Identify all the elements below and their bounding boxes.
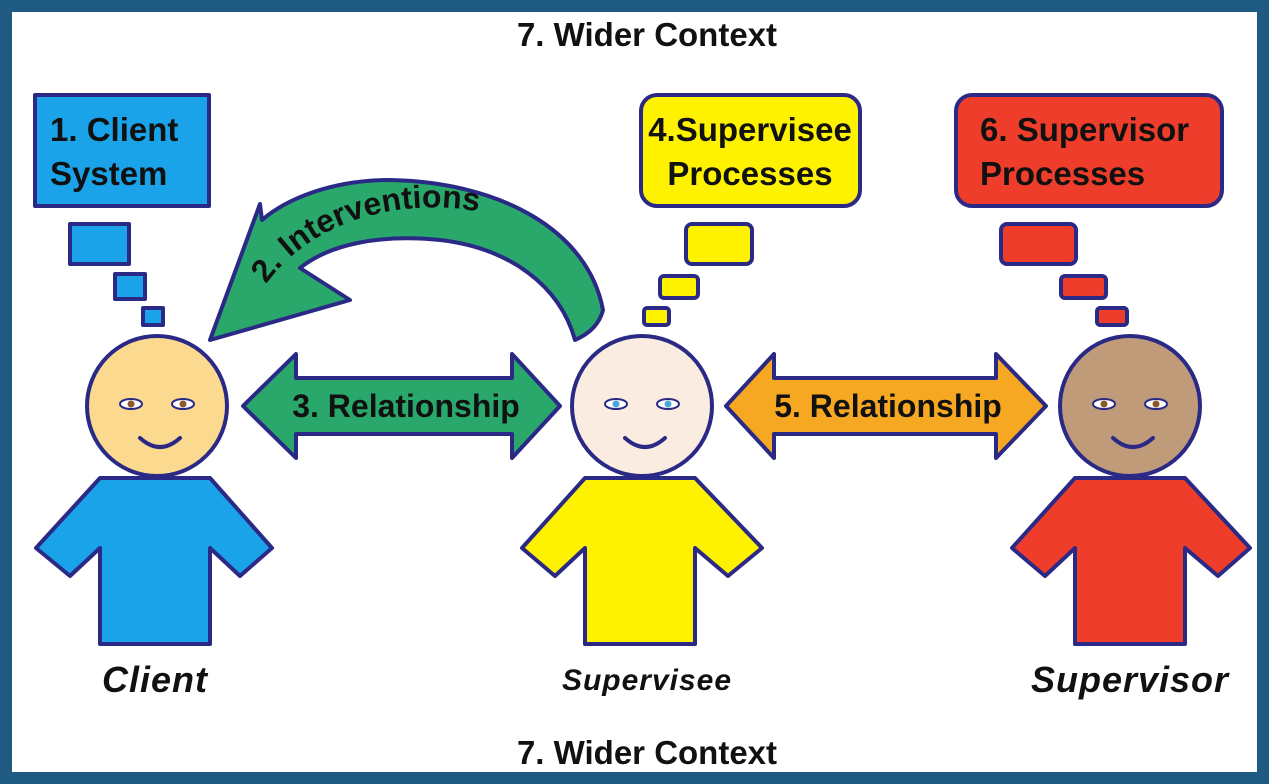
supervisee-bubble-medium <box>658 274 700 300</box>
supervisee-person: Supervisee <box>520 334 764 697</box>
client-system-box <box>33 93 211 208</box>
wider-context-bottom: 7. Wider Context <box>517 734 777 771</box>
supervisor-person: Supervisor <box>1010 334 1252 700</box>
supervisor-processes-box <box>954 93 1224 208</box>
relationship-supervisor-label: 5. Relationship <box>774 388 1002 424</box>
client-right-pupil <box>179 400 187 408</box>
supervisor-smile <box>1111 436 1155 449</box>
supervisee-smile <box>623 436 667 449</box>
supervisee-shirt <box>520 476 764 646</box>
interventions-arrow-shape <box>208 178 605 342</box>
client-person: Client <box>34 334 274 700</box>
supervisee-bubble-large <box>684 222 754 266</box>
client-head <box>85 334 229 478</box>
supervisee-left-pupil <box>612 400 620 408</box>
supervisor-processes-thought: 6. Supervisor Processes <box>954 93 1224 327</box>
client-bubble-small <box>141 306 165 327</box>
supervisee-name: Supervisee <box>562 664 732 697</box>
supervisee-processes-line1: 4.Supervisee <box>648 111 852 148</box>
relationship-client-label: 3. Relationship <box>292 388 520 424</box>
supervisor-bubble-medium <box>1059 274 1108 300</box>
supervisor-bubble-large <box>999 222 1078 266</box>
supervisor-shirt <box>1010 476 1252 646</box>
client-bubble-large <box>68 222 131 266</box>
supervisor-head <box>1058 334 1202 478</box>
client-left-pupil <box>127 400 135 408</box>
supervisee-right-pupil <box>664 400 672 408</box>
wider-context-top: 7. Wider Context <box>517 16 777 53</box>
supervisor-bubble-small <box>1095 306 1129 327</box>
supervisee-processes-box <box>639 93 862 208</box>
client-system-line2: System <box>50 155 167 192</box>
client-shirt <box>34 476 274 646</box>
client-system-line1: 1. Client <box>50 111 178 148</box>
supervisor-name: Supervisor <box>1031 659 1230 700</box>
relationship-client-arrow-shape <box>241 352 562 460</box>
supervisee-processes-thought: 4.Supervisee Processes <box>639 93 862 327</box>
relationship-supervisor-arrow: 5. Relationship <box>724 352 1048 460</box>
supervisor-processes-line2: Processes <box>980 155 1145 192</box>
client-smile <box>138 436 182 449</box>
supervisee-processes-line2: Processes <box>667 155 832 192</box>
supervisee-head <box>570 334 714 478</box>
relationship-client-arrow: 3. Relationship <box>241 352 562 460</box>
supervisor-right-pupil <box>1152 400 1160 408</box>
relationship-supervisor-arrow-shape <box>724 352 1048 460</box>
client-bubble-medium <box>113 272 147 301</box>
supervisor-processes-line1: 6. Supervisor <box>980 111 1189 148</box>
client-name: Client <box>102 659 209 700</box>
supervisor-left-pupil <box>1100 400 1108 408</box>
supervisee-bubble-small <box>642 306 671 327</box>
client-system-thought: 1. Client System <box>33 93 211 327</box>
